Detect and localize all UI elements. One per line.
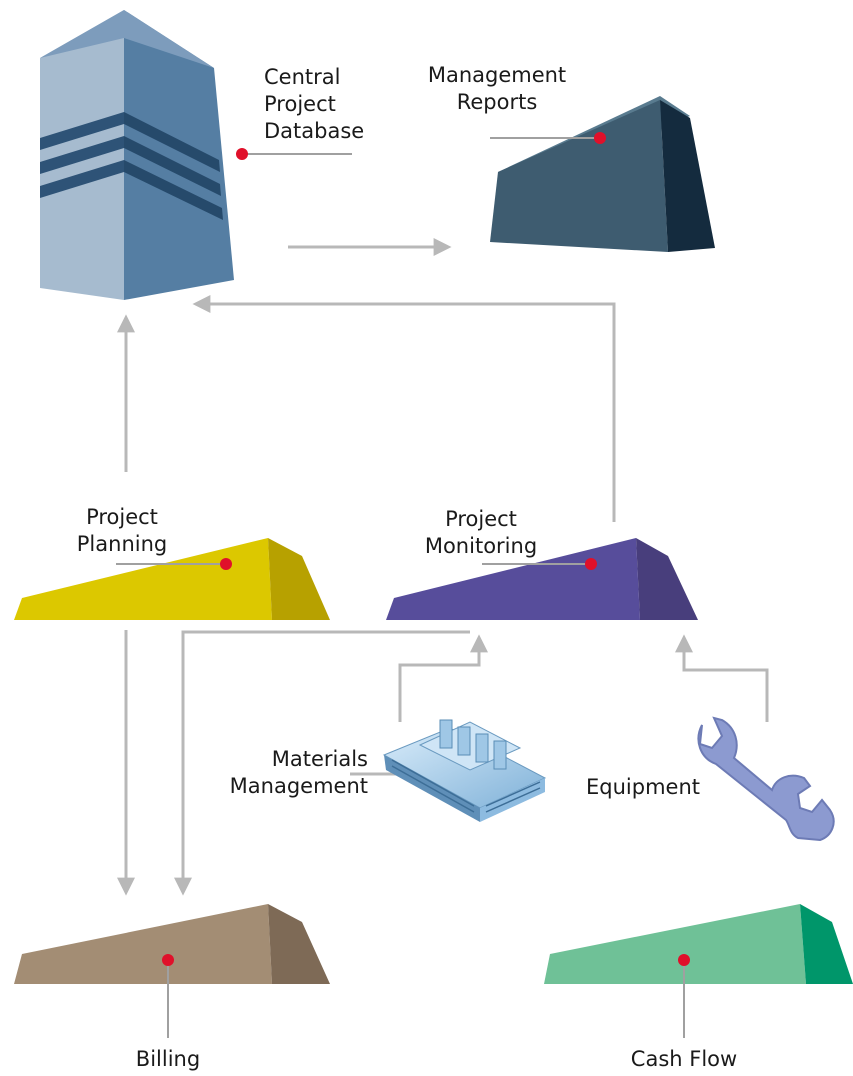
project-monitoring-label-line-1: Project <box>445 507 517 531</box>
arrow-monitoring-to-billing <box>174 630 470 896</box>
project-monitoring-shape <box>386 538 698 620</box>
materials-management-label: Materials Management <box>182 746 368 800</box>
billing-label-line-1: Billing <box>135 1047 201 1071</box>
leader-project-monitoring <box>482 558 597 570</box>
arrow-materials-to-monitoring <box>398 634 488 722</box>
project-planning-label: Project Planning <box>60 504 184 558</box>
central-db-label: Central Project Database <box>264 64 364 145</box>
management-reports-shape <box>490 96 715 252</box>
factory-icon <box>382 719 547 822</box>
project-planning-label-line-1: Project <box>86 505 158 529</box>
leader-management-reports <box>490 132 606 144</box>
arrow-monitoring-to-db <box>192 295 616 522</box>
project-monitoring-label: Project Monitoring <box>376 506 586 560</box>
central-database-shape <box>40 10 234 300</box>
leader-billing <box>162 954 174 1038</box>
leader-cash-flow <box>678 954 690 1038</box>
materials-management-label-line-1: Materials <box>271 747 368 771</box>
central-db-label-line-3: Database <box>264 119 365 143</box>
connectors <box>117 238 769 896</box>
billing-shape <box>14 904 330 984</box>
project-monitoring-label-line-2: Monitoring <box>424 534 538 558</box>
leader-project-planning <box>116 558 232 570</box>
wrench-icon <box>697 716 835 842</box>
project-planning-shape <box>14 538 330 620</box>
cash-flow-shape <box>544 904 853 984</box>
arrow-equipment-to-monitoring <box>675 634 769 722</box>
billing-label: Billing <box>98 1046 238 1073</box>
central-db-label-line-1: Central <box>264 65 341 89</box>
central-db-label-line-2: Project <box>264 92 336 116</box>
cash-flow-label-line-1: Cash Flow <box>630 1047 738 1071</box>
materials-management-label-line-2: Management <box>229 774 368 798</box>
management-reports-label-line-1: Management <box>427 63 567 87</box>
equipment-label-line-1: Equipment <box>586 775 700 799</box>
cash-flow-label: Cash Flow <box>604 1046 764 1073</box>
project-planning-label-line-2: Planning <box>76 532 168 556</box>
management-reports-label: Management Reports <box>408 62 586 116</box>
leader-central-db <box>236 148 352 160</box>
equipment-label: Equipment <box>586 774 700 801</box>
management-reports-label-line-2: Reports <box>456 90 538 114</box>
